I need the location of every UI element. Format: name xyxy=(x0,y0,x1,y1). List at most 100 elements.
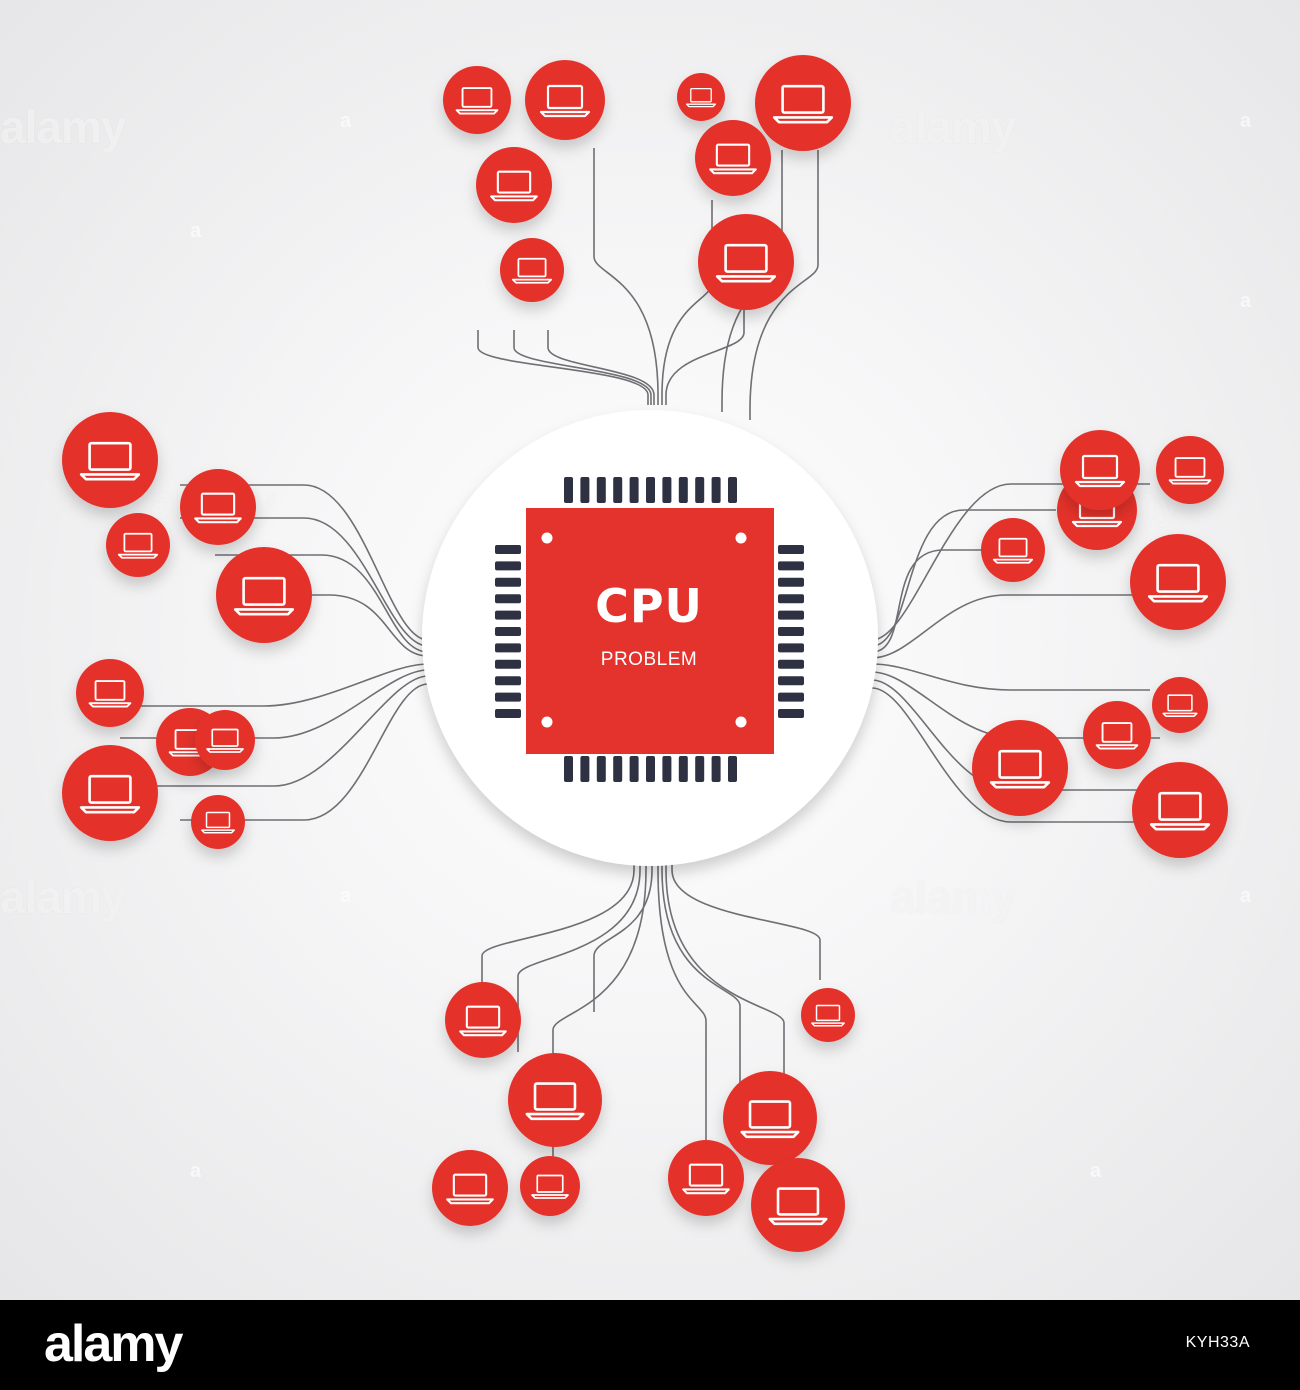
laptop-node xyxy=(180,469,256,545)
laptop-icon xyxy=(511,257,553,284)
watermark-right-bottom: alamy xyxy=(890,871,1016,923)
laptop-node xyxy=(62,412,158,508)
laptop-screen xyxy=(517,257,547,278)
wire-bottom-5 xyxy=(657,860,707,1142)
network-diagram xyxy=(62,55,1228,1252)
chip-pin xyxy=(778,610,804,620)
laptop-node xyxy=(751,1158,845,1252)
laptop-screen xyxy=(88,441,132,471)
laptop-base xyxy=(709,168,757,175)
laptop-base xyxy=(511,278,553,284)
laptop-base xyxy=(446,1198,494,1205)
laptop-node xyxy=(432,1150,508,1226)
laptop-node xyxy=(1152,677,1208,733)
laptop-icon xyxy=(740,1100,800,1139)
laptop-node xyxy=(755,55,851,151)
laptop-screen xyxy=(1174,457,1206,478)
chip-pin xyxy=(629,477,639,503)
laptop-icon xyxy=(1168,457,1212,485)
chip-pin xyxy=(580,756,590,782)
laptop-node xyxy=(695,120,771,196)
laptop-icon xyxy=(206,728,244,753)
chip-pin xyxy=(596,477,606,503)
cpu-title: CPU xyxy=(595,579,703,633)
wire-left-2 xyxy=(180,517,429,647)
chip-pin xyxy=(662,477,672,503)
laptop-icon xyxy=(715,243,777,283)
laptop-base xyxy=(811,1022,845,1027)
laptop-screen xyxy=(998,749,1042,779)
laptop-screen xyxy=(533,1082,577,1111)
laptop-base xyxy=(682,1188,730,1195)
laptop-icon xyxy=(117,532,159,559)
laptop-icon xyxy=(1162,694,1198,717)
laptop-base xyxy=(740,1130,800,1139)
laptop-icon xyxy=(79,774,141,814)
footer-bar: alamy KYH33A xyxy=(0,1300,1300,1390)
laptop-icon xyxy=(525,1082,585,1121)
node-circle xyxy=(695,120,771,196)
laptop-icon xyxy=(772,84,834,124)
chip-pin xyxy=(778,692,804,702)
laptop-nodes xyxy=(62,55,1228,1252)
wire-top-1 xyxy=(477,330,649,405)
laptop-base xyxy=(1149,823,1211,831)
laptop-icon xyxy=(446,1173,494,1205)
laptop-icon xyxy=(490,170,538,202)
laptop-screen xyxy=(724,243,768,273)
chip-pin xyxy=(564,477,573,503)
cpu-chip-icon xyxy=(495,477,804,782)
laptop-screen xyxy=(211,728,239,747)
chip-pin xyxy=(728,477,737,503)
chip-pin xyxy=(596,756,606,782)
laptop-base xyxy=(525,1112,585,1121)
laptop-base xyxy=(233,608,295,616)
laptop-icon xyxy=(539,84,591,118)
wire-bottom-7 xyxy=(665,860,785,1146)
chip-pin xyxy=(778,659,804,669)
chip-pin xyxy=(778,643,804,653)
chip-pin xyxy=(613,756,623,782)
laptop-icon xyxy=(682,1163,730,1195)
chip-corner-dot xyxy=(735,716,747,728)
laptop-base xyxy=(490,195,538,202)
chip-pin xyxy=(695,756,705,782)
laptop-node xyxy=(443,66,511,134)
node-circle xyxy=(723,1071,817,1165)
laptop-base xyxy=(768,1217,828,1226)
laptop-node xyxy=(191,795,245,849)
node-circle xyxy=(801,988,855,1042)
laptop-icon xyxy=(194,492,242,524)
laptop-screen xyxy=(688,1163,724,1187)
laptop-base xyxy=(989,781,1051,789)
chip-pin xyxy=(778,594,804,604)
laptop-node xyxy=(981,518,1045,582)
node-circle xyxy=(476,147,552,223)
chip-pin xyxy=(613,477,623,503)
laptop-screen xyxy=(690,87,712,103)
node-circle xyxy=(106,513,170,577)
wire-top-2 xyxy=(513,330,652,405)
node-circle xyxy=(1130,534,1226,630)
laptop-node xyxy=(500,238,564,302)
watermark-mark-6: a xyxy=(1240,885,1252,907)
chip-pin xyxy=(495,627,521,636)
laptop-screen xyxy=(1101,722,1133,743)
chip-pin xyxy=(495,709,521,718)
footer-image-id: KYH33A xyxy=(1185,1334,1250,1351)
watermark-mark-1: a xyxy=(340,110,352,132)
watermark-left-bottom: alamy xyxy=(0,871,126,923)
chip-pin xyxy=(495,577,521,587)
laptop-base xyxy=(201,829,235,834)
chip-pin xyxy=(662,756,672,782)
laptop-screen xyxy=(88,774,132,804)
wire-bottom-8 xyxy=(671,860,821,980)
wire-right-5 xyxy=(871,663,1150,691)
chip-pin xyxy=(778,545,804,554)
laptop-icon xyxy=(992,537,1034,564)
laptop-screen xyxy=(546,84,584,110)
laptop-base xyxy=(992,558,1034,564)
laptop-icon xyxy=(685,87,717,108)
wire-right-8 xyxy=(871,687,1150,823)
laptop-screen xyxy=(496,170,532,194)
